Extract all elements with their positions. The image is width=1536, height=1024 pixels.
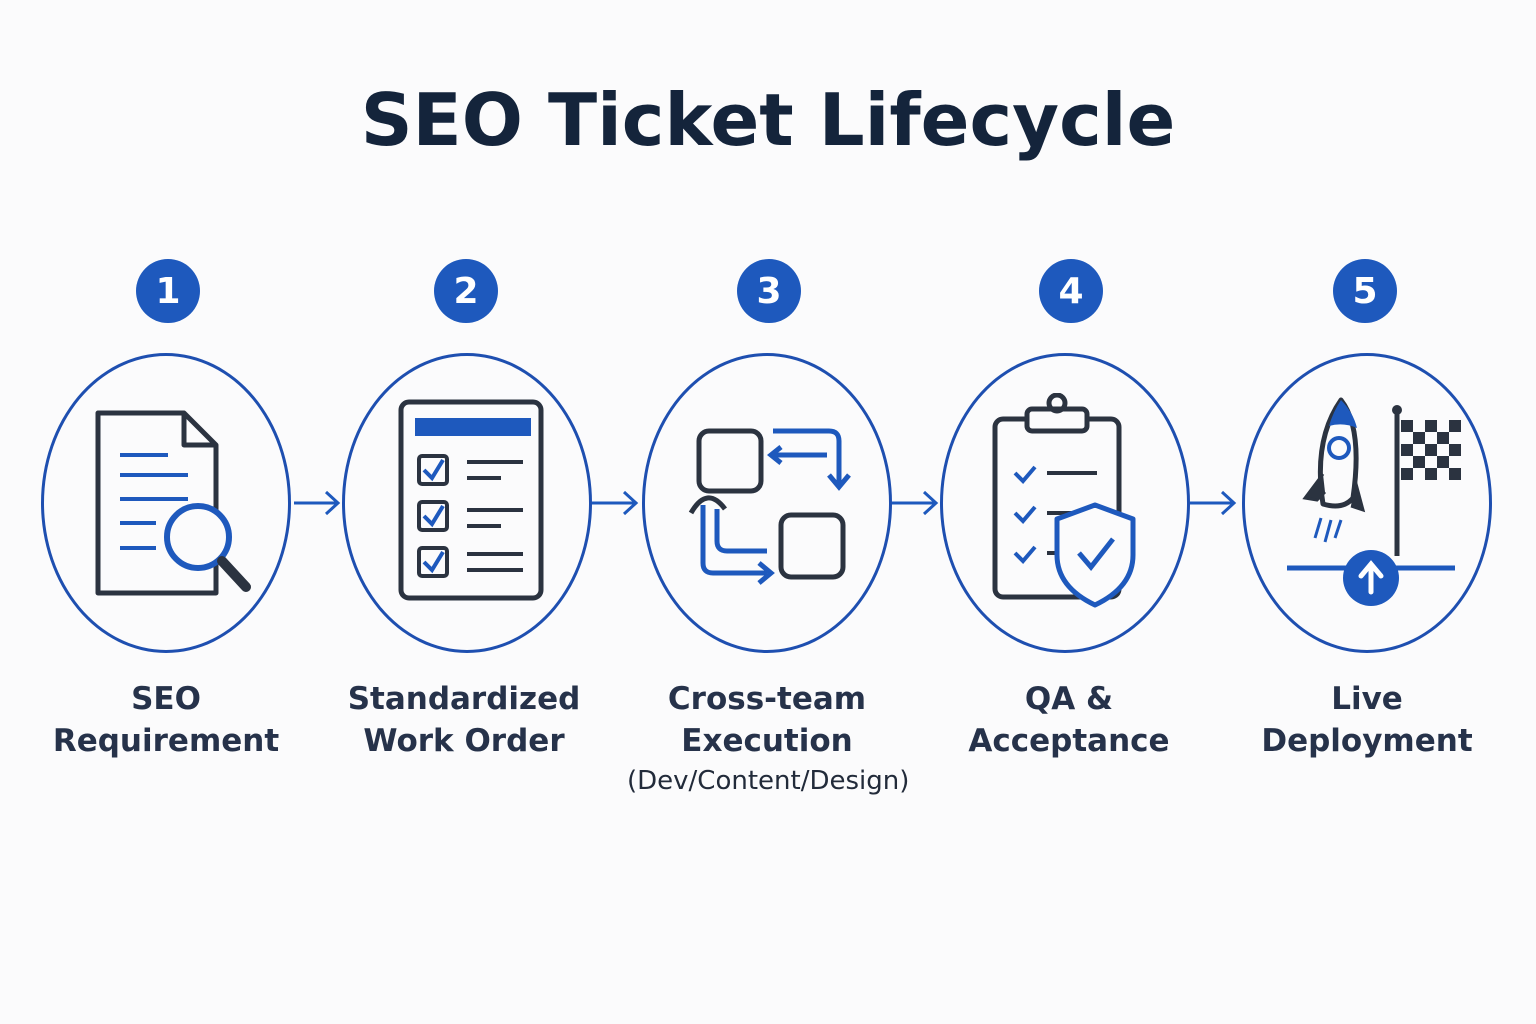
step-2-node [342,353,592,653]
checklist-form-icon [377,398,557,608]
step-4-badge: 4 [1039,259,1103,323]
step-2-badge: 2 [434,259,498,323]
step-2-label-line2: Work Order [363,723,565,759]
arrow-right-icon [1190,490,1237,516]
arrow-right-icon [892,490,939,516]
step-5-badge: 5 [1333,259,1397,323]
document-search-icon [76,403,256,603]
step-3-node [642,353,892,653]
step-4-label: QA & Acceptance [929,678,1209,762]
step-4-label-line1: QA & [1024,681,1114,717]
step-2-label-line1: Standardized [347,681,581,717]
step-5-label-line2: Deployment [1261,723,1473,759]
step-1-label-line1: SEO [131,681,201,717]
step-3-label-line1: Cross-team [667,681,867,717]
diagram-title: SEO Ticket Lifecycle [360,78,1176,162]
step-5-node [1242,353,1492,653]
rocket-flag-icon [1267,388,1467,618]
cross-team-flow-icon [677,413,857,593]
step-4-node [940,353,1190,653]
step-1-node [41,353,291,653]
step-2-label: Standardized Work Order [324,678,604,762]
step-5-label: Live Deployment [1227,678,1507,762]
step-3-label-line2: Execution [681,723,853,759]
arrow-right-icon [592,490,639,516]
step-3-label: Cross-team Execution (Dev/Content/Design… [627,678,910,800]
arrow-right-icon [294,490,341,516]
step-5-label-line1: Live [1331,681,1403,717]
step-1-label-line2: Requirement [52,723,280,759]
step-1-badge: 1 [136,259,200,323]
step-1-label: SEO Requirement [26,678,306,762]
clipboard-shield-icon [975,393,1155,613]
step-3-badge: 3 [737,259,801,323]
step-4-label-line2: Acceptance [968,723,1170,759]
step-3-sublabel: (Dev/Content/Design) [627,766,910,796]
